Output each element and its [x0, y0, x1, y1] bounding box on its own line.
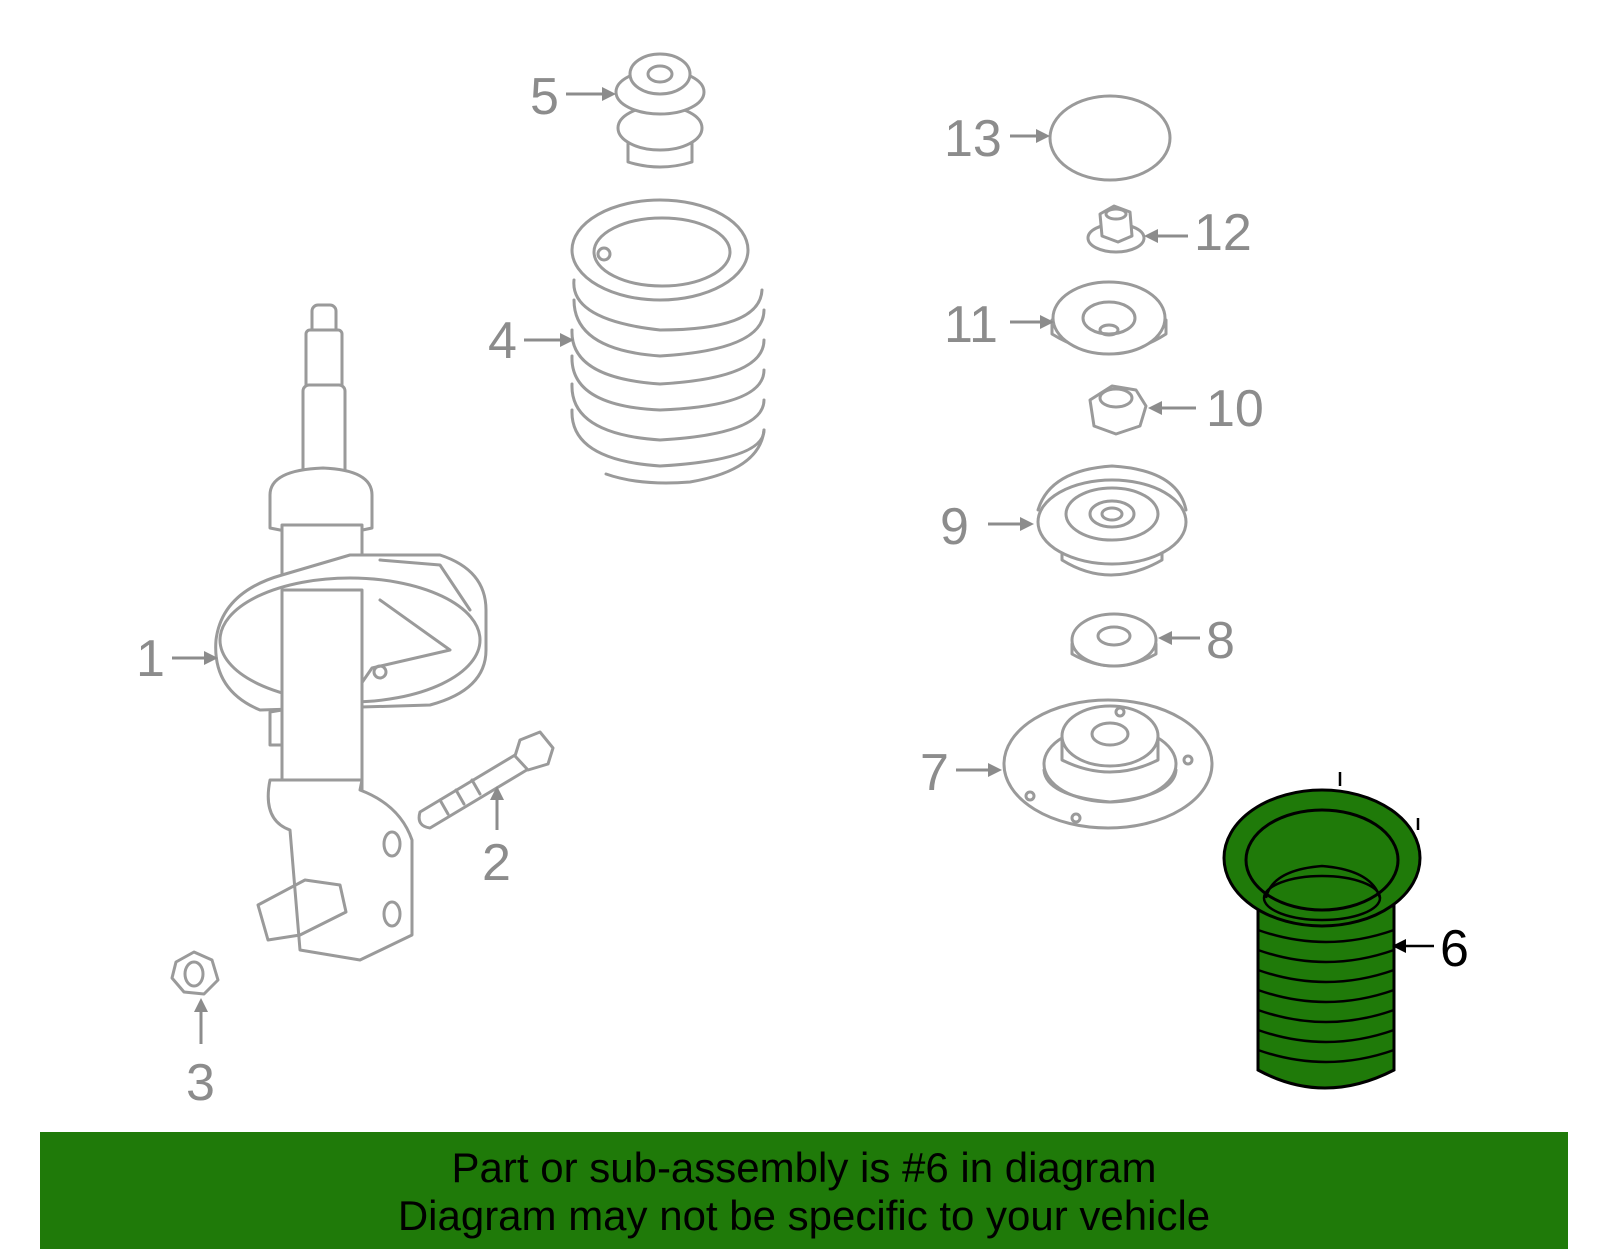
svg-text:6: 6 [1440, 920, 1469, 978]
svg-text:13: 13 [944, 110, 1002, 168]
part-11-washer[interactable] [1050, 280, 1168, 356]
banner-line-1: Part or sub-assembly is #6 in diagram [451, 1144, 1157, 1191]
part-6-dust-boot[interactable] [1222, 772, 1422, 1090]
part-info-banner: Part or sub-assembly is #6 in diagram Di… [40, 1132, 1568, 1249]
part-13-cap[interactable] [1048, 94, 1172, 182]
part-9-mount[interactable] [1036, 464, 1188, 577]
callout-7: 7 [920, 744, 1002, 802]
callout-9: 9 [940, 498, 1034, 556]
callout-4: 4 [488, 312, 574, 370]
banner-line-2: Diagram may not be specific to your vehi… [397, 1192, 1211, 1239]
part-1-strut-assembly[interactable] [214, 303, 488, 962]
callout-12: 12 [1144, 204, 1252, 262]
callout-8: 8 [1158, 612, 1235, 670]
part-5-bump-stop[interactable] [614, 52, 706, 169]
part-4-coil-spring[interactable] [570, 198, 766, 485]
callout-1: 1 [136, 630, 218, 688]
svg-text:9: 9 [940, 498, 969, 556]
svg-text:1: 1 [136, 630, 165, 688]
svg-text:3: 3 [186, 1054, 215, 1112]
callout-2: 2 [482, 786, 511, 892]
part-12-flange-nut[interactable] [1086, 204, 1146, 254]
part-8-insulator[interactable] [1070, 612, 1158, 668]
part-2-bolt[interactable] [417, 730, 555, 830]
callout-10: 10 [1148, 380, 1264, 438]
callout-5: 5 [530, 68, 616, 126]
callout-6: 6 [1392, 920, 1469, 978]
svg-text:2: 2 [482, 834, 511, 892]
svg-text:5: 5 [530, 68, 559, 126]
svg-text:8: 8 [1206, 612, 1235, 670]
svg-text:7: 7 [920, 744, 949, 802]
svg-text:11: 11 [944, 296, 998, 354]
callout-13: 13 [944, 110, 1050, 168]
part-7-mount-plate[interactable] [1002, 698, 1214, 830]
svg-text:4: 4 [488, 312, 517, 370]
callout-3: 3 [186, 998, 215, 1112]
callout-11: 11 [944, 296, 1054, 354]
svg-text:12: 12 [1194, 204, 1252, 262]
part-3-nut[interactable] [170, 950, 220, 996]
part-10-nut[interactable] [1088, 384, 1148, 436]
svg-text:10: 10 [1206, 380, 1264, 438]
